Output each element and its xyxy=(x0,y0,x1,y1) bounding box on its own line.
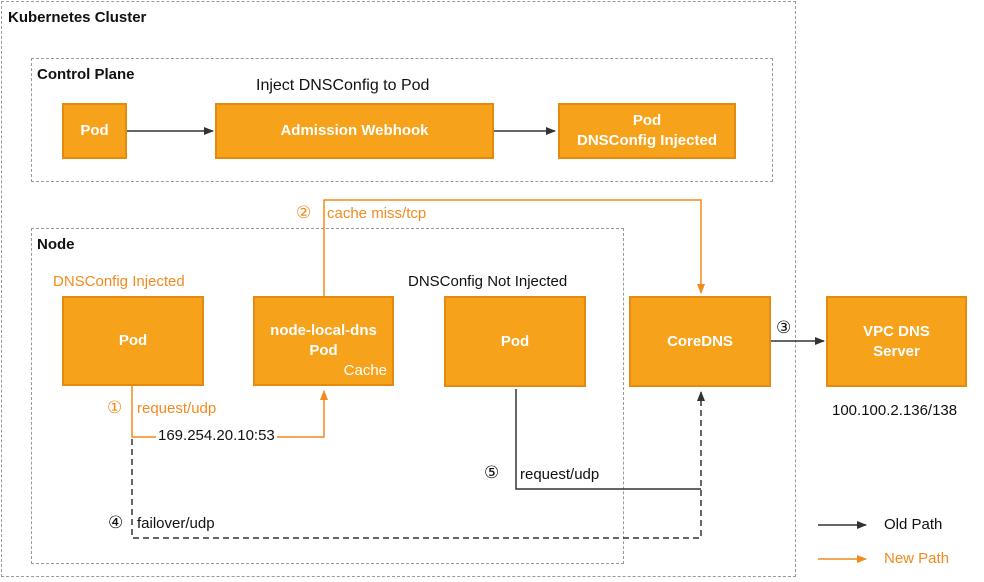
node-local-dns-line1: node-local-dns xyxy=(270,322,377,339)
control-plane-label: Control Plane xyxy=(37,66,135,83)
step1-label: request/udp xyxy=(137,400,217,417)
edge-step5-request xyxy=(515,389,701,490)
admission-webhook-label: Admission Webhook xyxy=(280,122,429,139)
edge-step2-cache-miss xyxy=(323,199,705,296)
step3-marker: ③ xyxy=(776,318,792,337)
vpc-dns-line1: VPC DNS xyxy=(863,322,930,340)
control-plane-group xyxy=(31,58,773,182)
node-pod-injected: Pod xyxy=(62,296,204,386)
vpc-dns-ip: 100.100.2.136/138 xyxy=(832,402,958,419)
local-dns-ip: 169.254.20.10:53 xyxy=(156,427,277,444)
dnsconfig-not-injected-caption: DNSConfig Not Injected xyxy=(408,273,568,290)
node-pod-not-injected-label: Pod xyxy=(500,332,530,350)
step4-marker: ④ xyxy=(108,513,124,532)
step5-marker: ⑤ xyxy=(484,463,500,482)
inject-caption: Inject DNSConfig to Pod xyxy=(256,77,430,94)
kubernetes-cluster-group xyxy=(1,1,796,577)
vpc-dns-server: VPC DNS Server xyxy=(826,296,967,387)
legend-new-path: New Path xyxy=(884,550,950,567)
legend-old-path: Old Path xyxy=(884,516,943,533)
coredns-label: CoreDNS xyxy=(667,332,733,350)
node-label: Node xyxy=(37,236,75,253)
step2-label: cache miss/tcp xyxy=(327,205,427,222)
node-group xyxy=(31,228,624,564)
vpc-dns-line2: Server xyxy=(873,342,920,360)
step1-marker: ① xyxy=(107,398,123,417)
coredns-box: CoreDNS xyxy=(629,296,771,387)
node-pod-injected-label: Pod xyxy=(118,332,148,349)
admission-webhook: Admission Webhook xyxy=(215,103,494,159)
control-plane-pod-label: Pod xyxy=(80,122,109,139)
node-local-dns-line2: Pod xyxy=(309,342,338,359)
dnsconfig-injected-caption: DNSConfig Injected xyxy=(53,273,185,290)
pod-injected-line2: DNSConfig Injected xyxy=(576,132,717,149)
edge-step4-failover xyxy=(131,391,705,539)
step5-label: request/udp xyxy=(520,466,600,483)
pod-dnsconfig-injected: Pod DNSConfig Injected xyxy=(558,103,736,159)
step4-label: failover/udp xyxy=(137,515,215,532)
node-local-dns-cache: Cache xyxy=(343,362,387,379)
cluster-label: Kubernetes Cluster xyxy=(8,9,147,26)
node-local-dns-pod: node-local-dns Pod Cache xyxy=(253,296,394,386)
node-pod-not-injected: Pod xyxy=(444,296,586,387)
pod-injected-line1: Pod xyxy=(632,112,662,129)
control-plane-pod: Pod xyxy=(62,103,127,159)
step2-marker: ② xyxy=(296,203,312,222)
